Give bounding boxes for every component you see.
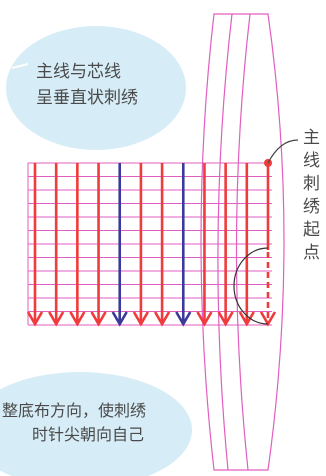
- stitch-arrowhead: [238, 311, 255, 327]
- top-callout-line1: 主线与芯线: [36, 62, 121, 82]
- stitch-arrowhead: [217, 311, 234, 327]
- top-callout: 主线与芯线 呈垂直状刺绣: [6, 26, 186, 150]
- bottom-callout-line2: 时针尖朝向自己: [32, 425, 144, 444]
- stitch-arrowhead: [196, 311, 213, 327]
- stitch-arrow: [90, 163, 107, 327]
- top-callout-highlight: [11, 63, 29, 69]
- bottom-callout-highlight: [149, 367, 171, 383]
- stitch-arrowhead: [111, 311, 128, 327]
- stitch-arrow: [217, 163, 234, 327]
- stitch-arrow: [26, 163, 44, 327]
- top-callout-bubble: [6, 26, 186, 150]
- stitch-arrowhead: [153, 311, 171, 327]
- bottom-callout-bubble: [0, 372, 192, 476]
- start-point-label: 主线刺绣起点: [303, 128, 320, 263]
- main-thread-stitches: [26, 163, 277, 327]
- stitch-arrowhead: [48, 311, 65, 327]
- stitch-arrowhead: [175, 311, 192, 327]
- start-point-label-text: 主线刺绣起点: [303, 128, 320, 263]
- start-point-highlight-arc: [233, 247, 269, 325]
- strip-line-2: [235, 13, 251, 471]
- stitch-arrowhead: [69, 311, 86, 327]
- top-callout-line2: 呈垂直状刺绣: [36, 88, 138, 108]
- stitch-arrow: [196, 163, 213, 327]
- strip-line-1: [217, 13, 233, 471]
- stitch-arrowhead: [132, 311, 150, 327]
- stitch-arrowhead: [26, 311, 44, 327]
- stitch-arrow: [48, 163, 65, 327]
- core-thread-strip: [200, 13, 285, 471]
- core-thread-grid: [27, 162, 272, 326]
- strip-outline: [200, 13, 285, 471]
- stitch-arrow: [238, 163, 255, 327]
- stitch-arrow: [175, 163, 192, 327]
- stitch-arrow: [132, 163, 150, 327]
- start-point-leader-line: [267, 139, 299, 164]
- bottom-callout: 整底布方向，使刺绣 时针尖朝向自己: [0, 367, 192, 476]
- bottom-callout-line1: 整底布方向，使刺绣: [2, 401, 146, 420]
- stitch-arrowhead: [90, 311, 107, 327]
- stitch-arrow: [111, 163, 128, 327]
- stitch-arrow: [69, 163, 86, 327]
- stitch-arrow: [153, 163, 171, 327]
